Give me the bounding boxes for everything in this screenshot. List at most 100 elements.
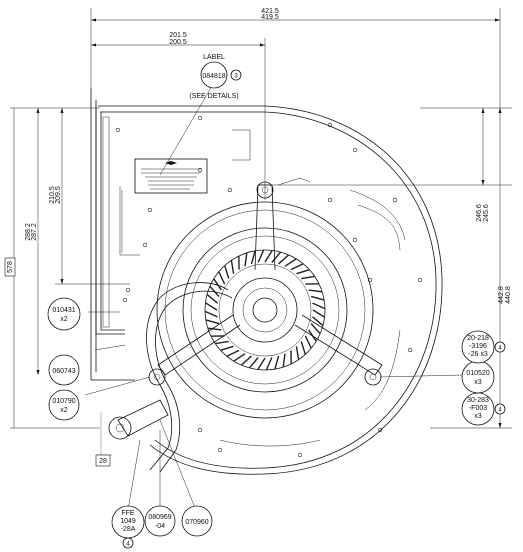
impeller-blade (226, 349, 240, 357)
impeller-blade (240, 355, 252, 366)
dim-left-height-a-bottom: 209.5 (55, 186, 62, 204)
bolt-hole (197, 427, 203, 433)
dim-half-width-bottom: 200.5 (169, 39, 187, 46)
dim-right-height-a-top: 246.6 (476, 204, 483, 222)
label-callout-title: LABEL (203, 54, 225, 61)
svg-text:080969: 080969 (148, 514, 171, 521)
impeller-blade (213, 278, 222, 291)
impeller-blade (205, 302, 218, 311)
svg-text:-3196: -3196 (469, 343, 487, 350)
bolt-hole (125, 287, 131, 293)
bolt-hole (377, 427, 383, 433)
svg-text:FFE: FFE (121, 510, 135, 517)
impeller-blade (295, 346, 300, 360)
label-callout-item: 3 (234, 74, 238, 80)
svg-text:20-218: 20-218 (467, 335, 489, 342)
right-dimensions: 246.6 245.6 442.8 440.8 (260, 107, 512, 429)
impeller-blade (312, 316, 324, 327)
impeller-blade (310, 323, 321, 335)
impeller-blade (284, 258, 297, 267)
impeller-blade (257, 249, 265, 263)
label-callout-note: (SEE DETAILS) (189, 93, 238, 100)
callout-080969: 080969 -04 (144, 505, 176, 537)
svg-text:010431: 010431 (52, 307, 75, 314)
impeller-blade (282, 353, 286, 368)
bolt-hole (352, 237, 358, 243)
callout-070960: 070960 (181, 505, 213, 537)
callout-010520: 010520 x3 (461, 360, 495, 394)
dim-left-height-b-bottom: 287.2 (31, 223, 38, 241)
impeller-blade (257, 357, 266, 370)
impeller-blade (204, 310, 218, 318)
impeller-blade (308, 289, 323, 293)
bolt-hole (115, 127, 121, 133)
svg-text:-F003: -F003 (469, 405, 487, 412)
bolt-hole (297, 452, 303, 458)
impeller-blade (312, 302, 326, 310)
svg-text:-26 x3: -26 x3 (468, 351, 488, 358)
bolt-hole (417, 277, 423, 283)
nameplate (134, 158, 208, 194)
impeller-blade (205, 319, 220, 325)
bolt-hole (407, 347, 413, 353)
bolt-hole (392, 197, 398, 203)
cable-harness (108, 282, 233, 473)
svg-text:4: 4 (498, 346, 502, 352)
top-dimensions: 421.5 419.5 201.5 200.5 (90, 8, 501, 200)
dim-overall-width-bottom: 419.5 (261, 14, 279, 21)
dim-left-height-a-top: 210.5 (49, 186, 56, 204)
impeller-blade (271, 251, 282, 263)
dim-left-boxed: 578 (7, 261, 14, 273)
impeller-blade (290, 263, 304, 271)
impeller-blade (265, 357, 273, 371)
impeller-blade (248, 357, 259, 369)
bolt-hole (122, 297, 128, 303)
svg-text:x3: x3 (474, 379, 482, 386)
dim-right-height-b-top: 442.8 (498, 286, 505, 304)
dim-bottom-box: 28 (99, 458, 107, 465)
callout-20-218: 20-218 -3196 -26 x3 4 (461, 330, 506, 364)
bolt-hole (197, 115, 203, 121)
impeller-blade (224, 265, 230, 279)
callout-ffe-1049: FFE 1049 -28A 4 (111, 505, 145, 549)
impeller (115, 115, 423, 458)
callout-010431: 010431 x2 (47, 297, 81, 331)
impeller-blade (264, 250, 273, 263)
label-callout-part: 084818 (202, 73, 225, 80)
impeller-blade (215, 340, 229, 345)
impeller-blade (206, 293, 218, 304)
impeller-blade (233, 353, 246, 362)
svg-text:x2: x2 (60, 407, 68, 414)
impeller-blade (230, 260, 235, 274)
dim-left-height-b-top: 288.2 (25, 223, 32, 241)
impeller-blade (250, 250, 256, 265)
dim-right-height-a-bottom: 245.6 (483, 204, 490, 222)
callout-060743: 060743 (48, 354, 80, 386)
svg-text:4: 4 (498, 408, 502, 414)
bolt-hole (352, 147, 358, 153)
impeller-blade (218, 271, 226, 285)
impeller-blade (296, 269, 310, 275)
fan-housing: 28 (90, 88, 443, 475)
svg-text:4: 4 (126, 542, 130, 548)
impeller-blade (220, 345, 234, 351)
impeller-blade (278, 254, 290, 265)
housing-bolts (115, 115, 423, 458)
svg-text:x3: x3 (474, 413, 482, 420)
impeller-blade (312, 309, 325, 318)
svg-text:30-283: 30-283 (467, 397, 489, 404)
dim-overall-width-top: 421.5 (261, 8, 279, 15)
impeller-blades (204, 249, 326, 371)
svg-text:-04: -04 (155, 523, 165, 530)
leader-lines (84, 85, 463, 511)
impeller-blade (310, 295, 325, 301)
bolt-hole (147, 207, 153, 213)
bolt-hole (367, 277, 373, 283)
impeller-blade (301, 275, 315, 280)
impeller-blade (244, 252, 248, 267)
svg-text:x2: x2 (60, 316, 68, 323)
label-callout: LABEL 084818 3 (SEE DETAILS) (189, 54, 242, 100)
svg-text:-28A: -28A (121, 526, 136, 533)
impeller-blade (207, 327, 222, 331)
